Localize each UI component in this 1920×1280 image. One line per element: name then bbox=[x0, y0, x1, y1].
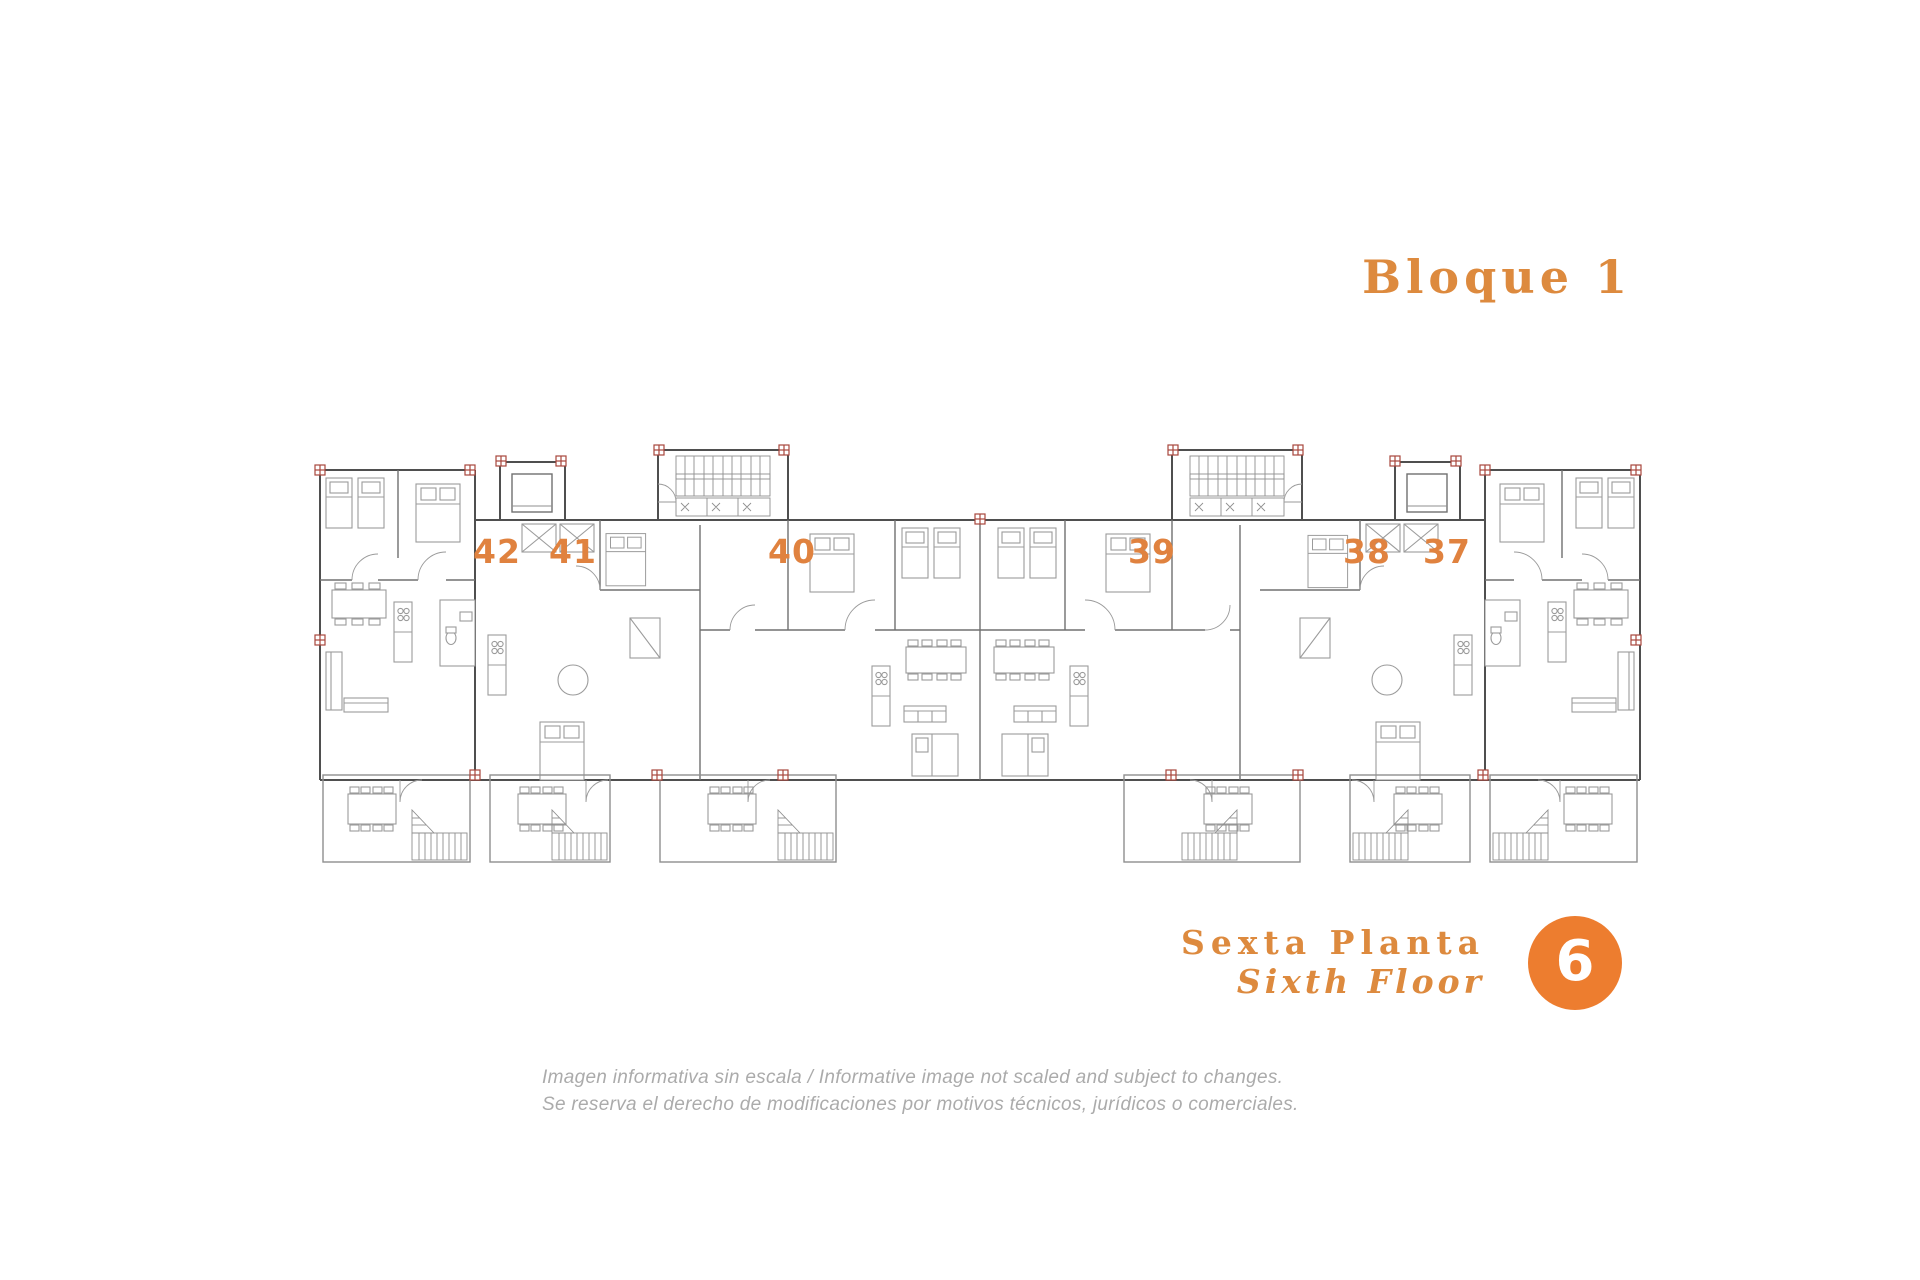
floor-number-badge: 6 bbox=[1528, 916, 1622, 1010]
terrace-unit-40 bbox=[659, 774, 837, 863]
unit-39-plan bbox=[980, 520, 1240, 777]
terrace-unit-42 bbox=[322, 774, 471, 863]
unit-number-37: 37 bbox=[1423, 532, 1471, 571]
block-title: Bloque 1 bbox=[1362, 250, 1632, 304]
elevator-east bbox=[1394, 461, 1461, 521]
unit-number-42: 42 bbox=[473, 532, 521, 571]
disclaimer: Imagen informativa sin escala / Informat… bbox=[542, 1064, 1299, 1118]
floor-plan-drawing bbox=[314, 444, 1642, 863]
floor-number: 6 bbox=[1555, 928, 1595, 994]
terrace-unit-41 bbox=[489, 774, 611, 863]
unit-number-41: 41 bbox=[549, 532, 597, 571]
stair-core-west bbox=[657, 449, 789, 521]
floor-label: Sexta Planta Sixth Floor bbox=[1181, 924, 1485, 1002]
unit-number-38: 38 bbox=[1343, 532, 1391, 571]
unit-41-plan bbox=[487, 520, 700, 781]
unit-40-plan bbox=[700, 520, 980, 777]
structural-pillars bbox=[314, 444, 1642, 781]
unit-42-plan bbox=[320, 470, 476, 713]
disclaimer-line-1: Imagen informativa sin escala / Informat… bbox=[542, 1067, 1284, 1088]
floor-name-spanish: Sexta Planta bbox=[1181, 923, 1485, 962]
terrace-unit-39 bbox=[1123, 774, 1301, 863]
terraces bbox=[322, 774, 1638, 863]
unit-38-plan bbox=[1260, 520, 1473, 781]
elevator-west bbox=[499, 461, 566, 521]
terrace-unit-37 bbox=[1489, 774, 1638, 863]
floor-plan: 42 41 40 39 38 37 bbox=[300, 440, 1660, 880]
unit-number-40: 40 bbox=[768, 532, 816, 571]
stair-core-east bbox=[1171, 449, 1303, 521]
unit-number-39: 39 bbox=[1128, 532, 1176, 571]
floor-name-english: Sixth Floor bbox=[1236, 962, 1485, 1001]
terrace-unit-38 bbox=[1349, 774, 1471, 863]
unit-37-plan bbox=[1484, 470, 1640, 713]
unit-dividers bbox=[699, 520, 1241, 780]
disclaimer-line-2: Se reserva el derecho de modificaciones … bbox=[542, 1094, 1299, 1115]
